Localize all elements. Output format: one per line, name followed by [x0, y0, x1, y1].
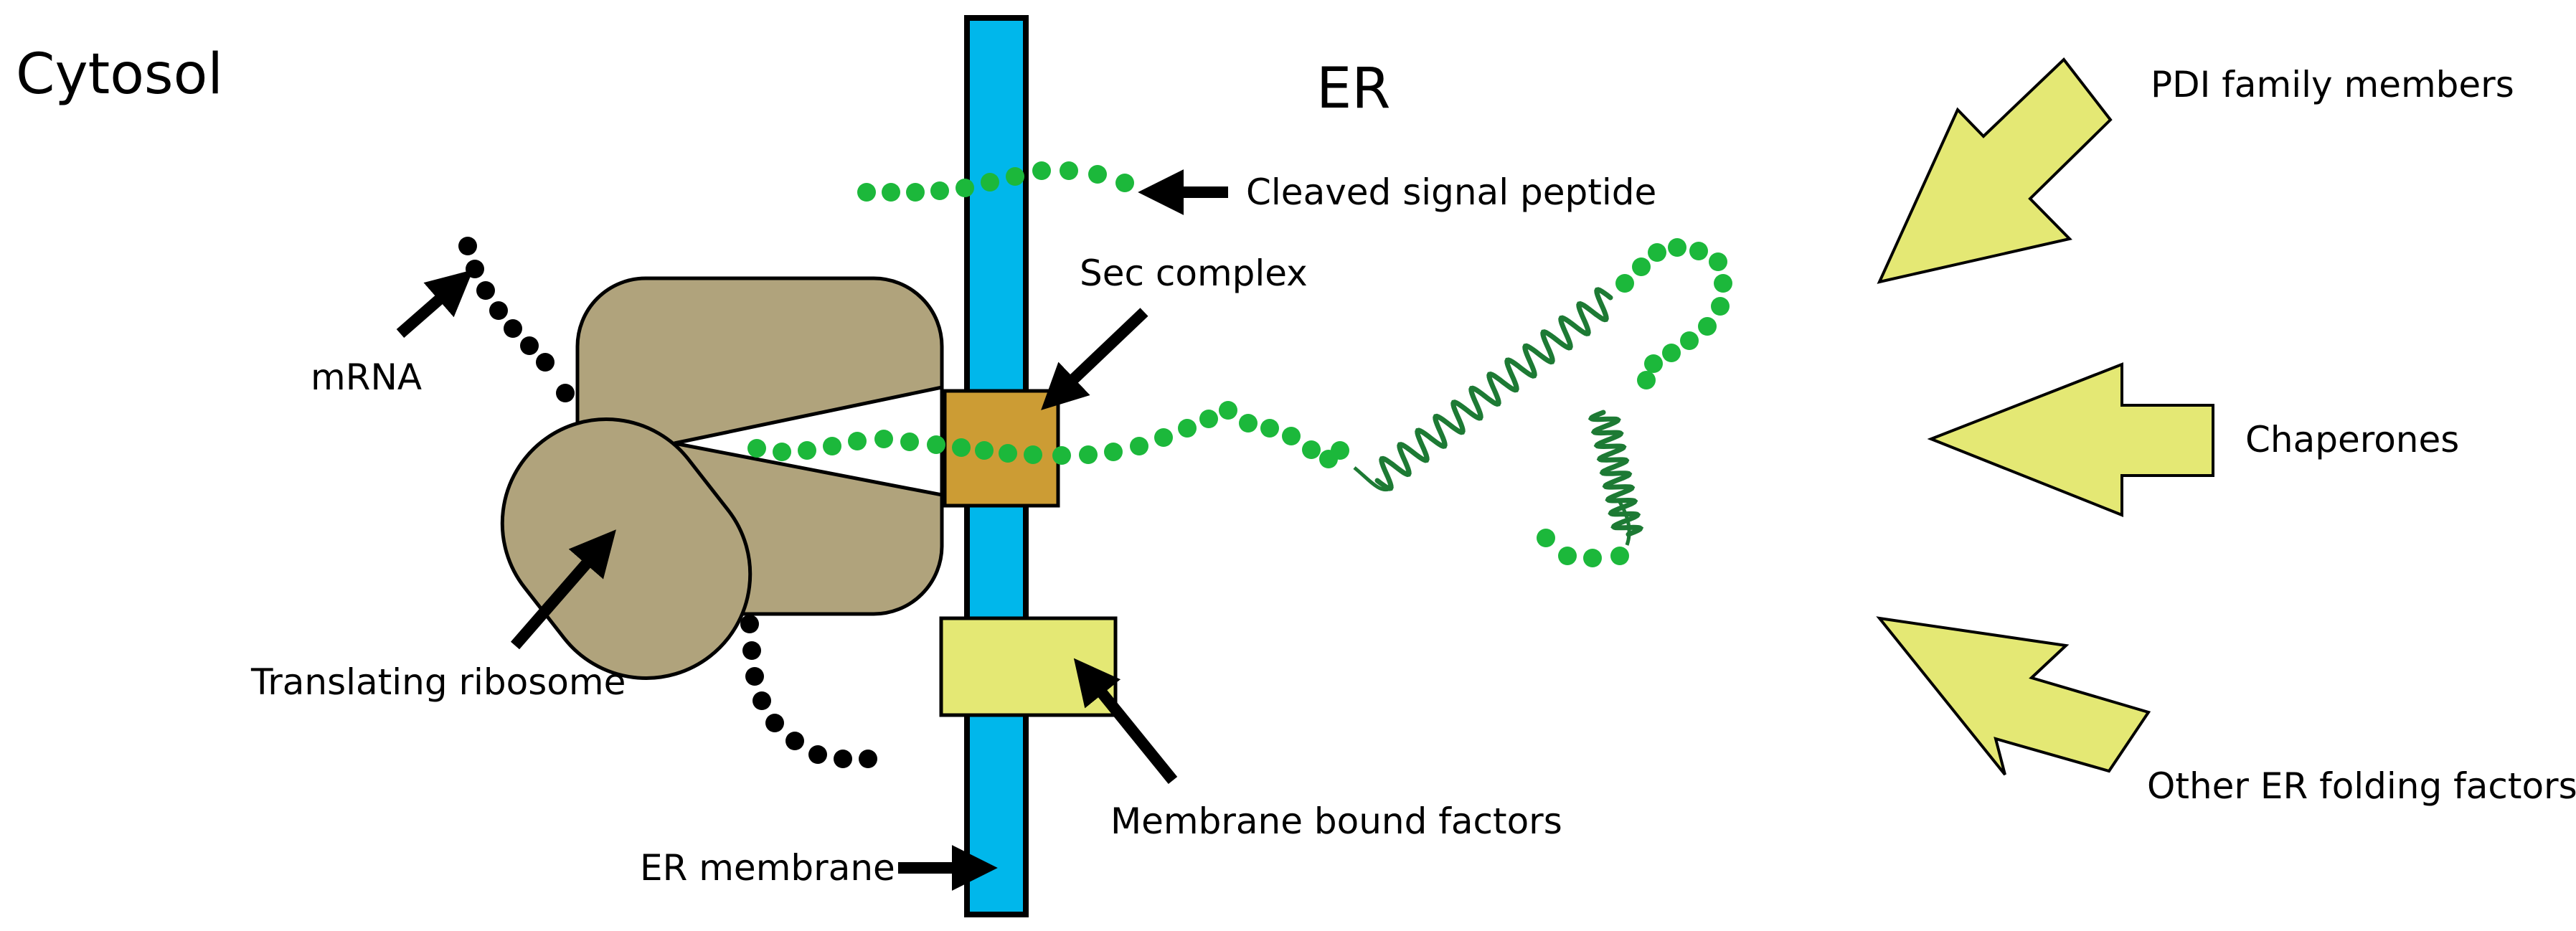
amino-acid-bead [1331, 441, 1349, 460]
amino-acid-bead [1714, 274, 1732, 293]
cleaved-signal-peptide [857, 161, 1134, 202]
mrna-bead [536, 353, 555, 372]
ribosome-arrow [510, 529, 616, 650]
pdi-label: PDI family members [2151, 64, 2514, 105]
amino-acid-bead [1052, 446, 1071, 465]
amino-acid-bead [848, 432, 867, 450]
sec-complex-arrow [1041, 308, 1148, 410]
signal-peptide-label: Cleaved signal peptide [1246, 171, 1656, 213]
amino-acid-bead [1709, 252, 1727, 271]
mrna-bead [742, 641, 761, 660]
signal-peptide-bead [1006, 167, 1024, 186]
amino-acid-bead [798, 441, 816, 460]
helix-linker-tail [1618, 501, 1631, 546]
pdi-arrow [1877, 57, 2113, 284]
signal-peptide-bead [930, 181, 949, 200]
alpha-helix [1374, 287, 1613, 491]
chaperones-label: Chaperones [2245, 419, 2459, 460]
amino-acid-bead [1711, 297, 1730, 316]
signal-peptide-bead [956, 179, 974, 197]
signal-peptide-bead [1060, 161, 1078, 180]
amino-acid-bead [1648, 243, 1666, 262]
mrna-bead [458, 237, 477, 255]
amino-acid-bead [1615, 274, 1634, 293]
amino-acid-bead [927, 435, 945, 454]
mrna-bead [520, 336, 539, 355]
amino-acid-bead [1130, 437, 1148, 455]
ribosome-label: Translating ribosome [250, 661, 626, 703]
chaperones-arrow [1927, 362, 2214, 517]
amino-acid-bead [1079, 445, 1098, 464]
amino-acid-bead [1104, 443, 1123, 461]
mrna-bead [740, 615, 759, 633]
amino-acid-bead [1302, 440, 1321, 459]
signal-peptide-bead [1088, 165, 1107, 184]
cytosol-label: Cytosol [16, 42, 223, 107]
amino-acid-bead [1282, 427, 1301, 445]
mrna-bead [859, 750, 877, 768]
amino-acid-bead [1668, 238, 1686, 257]
mrna-bead [808, 745, 827, 764]
amino-acid-bead [1199, 410, 1218, 428]
sec-complex-label: Sec complex [1080, 252, 1308, 294]
amino-acid-bead [1154, 428, 1173, 447]
amino-acid-bead [773, 443, 791, 461]
signal-peptide-bead [906, 183, 925, 202]
amino-acid-bead [1662, 344, 1681, 362]
membrane-factors-label: Membrane bound factors [1110, 800, 1562, 842]
amino-acid-bead [1239, 414, 1258, 433]
amino-acid-bead [900, 433, 919, 451]
mrna-bead [834, 750, 852, 768]
amino-acid-bead [1689, 242, 1708, 260]
amino-acid-bead [1632, 257, 1651, 276]
amino-acid-bead [1537, 529, 1555, 547]
amino-acid-bead [1583, 549, 1602, 567]
mrna-bead [489, 301, 508, 320]
amino-acid-bead [874, 430, 893, 448]
mrna-bead [752, 691, 771, 710]
membrane-factor-arrow [1073, 658, 1178, 785]
mrna-bead [504, 319, 522, 338]
mrna-arrow [396, 270, 473, 339]
amino-acid-bead [1178, 419, 1197, 438]
amino-acid-bead [1680, 331, 1699, 350]
amino-acid-bead [1637, 371, 1656, 389]
other-factors-arrow [1876, 616, 2151, 776]
mrna-bead [466, 260, 484, 278]
helix-linker [1353, 466, 1393, 492]
amino-acid-bead [1024, 445, 1042, 464]
amino-acid-bead [975, 441, 994, 460]
mrna-bead [785, 732, 804, 750]
mrna-label: mRNA [311, 356, 422, 398]
amino-acid-bead [1558, 547, 1577, 565]
signal-peptide-bead [882, 183, 900, 202]
mrna-strand [458, 237, 877, 768]
nascent-peptide-chain [747, 238, 1732, 567]
signal-peptide-bead [981, 173, 999, 192]
amino-acid-bead [823, 437, 841, 455]
other-factors-label: Other ER folding factors [2147, 765, 2576, 807]
amino-acid-bead [1698, 317, 1717, 336]
alpha-helix-short [1587, 410, 1644, 537]
mrna-bead [556, 384, 575, 402]
amino-acid-bead [1610, 547, 1629, 565]
amino-acid-bead [1219, 401, 1237, 420]
er-membrane-label: ER membrane [640, 847, 895, 889]
amino-acid-bead [747, 439, 766, 458]
amino-acid-bead [952, 438, 971, 457]
er-label: ER [1316, 57, 1390, 121]
amino-acid-bead [1644, 354, 1663, 373]
signal-peptide-bead [857, 183, 876, 202]
amino-acid-bead [1260, 419, 1279, 438]
amino-acid-bead [999, 444, 1017, 463]
mrna-bead [745, 667, 764, 686]
mrna-bead [476, 281, 495, 300]
mrna-bead [765, 714, 784, 732]
signal-peptide-bead [1115, 174, 1134, 192]
signal-peptide-bead [1032, 161, 1051, 180]
membrane-bound-factor [939, 616, 1118, 717]
